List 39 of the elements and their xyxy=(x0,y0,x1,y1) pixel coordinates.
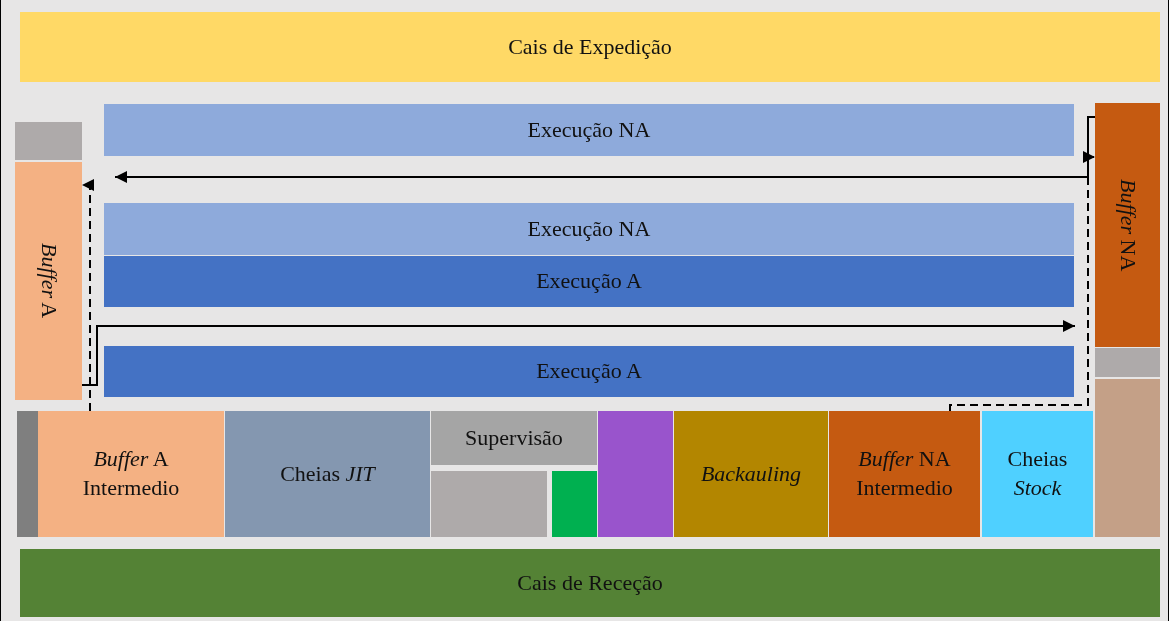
area-label: Buffer A Intermedio xyxy=(81,445,181,502)
supervision-area xyxy=(431,411,597,465)
flow-arrow xyxy=(114,116,1096,183)
storage-area xyxy=(552,471,597,537)
area-label: Cais de Expedição xyxy=(508,32,672,61)
flow-arrow xyxy=(949,151,1096,412)
area-label: Execução A xyxy=(536,357,642,386)
storage-area xyxy=(15,122,82,160)
area-label: Supervisão xyxy=(465,423,563,452)
buffer-area xyxy=(15,162,82,400)
buffer-area xyxy=(1095,103,1160,347)
area-label: Execução NA xyxy=(527,115,651,144)
storage-area xyxy=(1095,379,1160,537)
dock-area xyxy=(20,549,1160,617)
area-label: Cheias Stock xyxy=(1006,445,1069,502)
area-label: Cheias JIT xyxy=(280,459,375,488)
storage-area xyxy=(1095,348,1160,377)
storage-area xyxy=(225,411,430,537)
storage-area xyxy=(17,411,38,537)
execution-lane xyxy=(104,256,1074,307)
area-label: Buffer A xyxy=(35,243,63,319)
storage-area xyxy=(598,411,673,537)
area-label: Execução A xyxy=(536,267,642,296)
area-label: Backauling xyxy=(700,459,802,488)
dock-area xyxy=(20,12,1160,82)
buffer-area xyxy=(38,411,224,537)
flow-arrow xyxy=(81,179,94,412)
area-label: Execução NA xyxy=(527,214,651,243)
storage-area xyxy=(431,471,547,537)
flow-arrow xyxy=(81,320,1076,386)
buffer-area xyxy=(829,411,980,537)
execution-lane xyxy=(104,346,1074,397)
backhauling-area xyxy=(674,411,828,537)
storage-area xyxy=(982,411,1093,537)
area-label: Cais de Receção xyxy=(517,568,663,597)
area-label: Buffer NA Intermedio xyxy=(855,445,954,502)
execution-lane xyxy=(104,104,1074,156)
execution-lane xyxy=(104,203,1074,255)
area-label: Buffer NA xyxy=(1114,178,1142,272)
